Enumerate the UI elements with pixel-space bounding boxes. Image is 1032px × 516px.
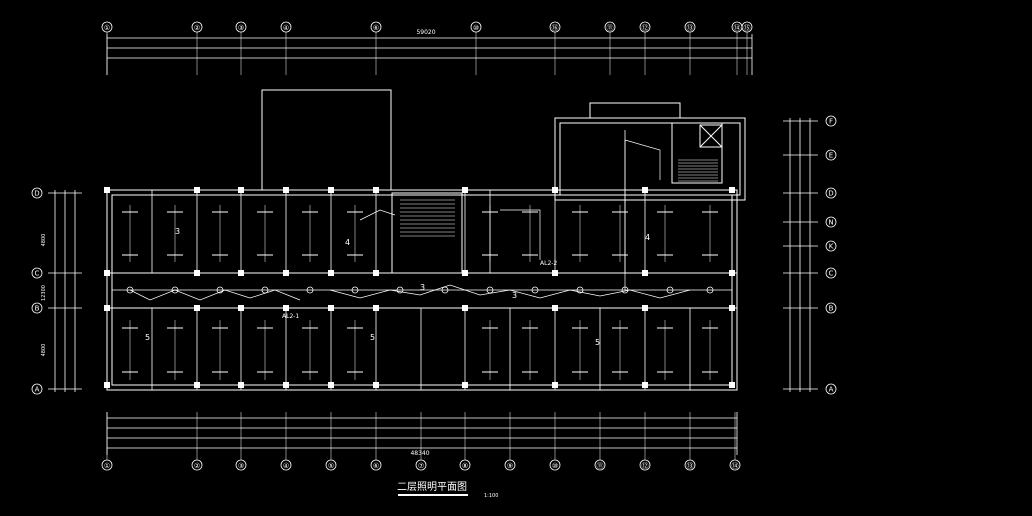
axis-label: ⑪ — [597, 462, 604, 470]
bottom-overall-dimension: 48340 — [410, 450, 429, 457]
axis-label: ④ — [283, 462, 289, 470]
axis-label: ⑥ — [373, 462, 379, 470]
bottom-dimension-lines — [106, 412, 738, 455]
axis-label: B — [35, 305, 40, 313]
axis-bubble — [825, 267, 837, 279]
right-axis-bubbles: F E D N K C B A — [825, 115, 837, 395]
panel-label-al2-2: AL2-2 — [540, 260, 557, 267]
axis-bubble — [825, 240, 837, 252]
axis-bubble — [825, 216, 837, 228]
top-dimension-lines — [106, 34, 753, 75]
axis-label: ① — [104, 462, 110, 470]
axis-label: ④ — [283, 24, 289, 32]
axis-label: D — [34, 190, 39, 198]
stair-treads — [400, 159, 718, 237]
axis-label: ⑨ — [507, 462, 513, 470]
axis-label: K — [829, 243, 834, 251]
room-label: 4 — [345, 238, 350, 247]
axis-bubble — [825, 149, 837, 161]
axis-label: ⑤ — [328, 462, 334, 470]
corridor-lamps — [126, 286, 714, 294]
axis-label: ⑬ — [687, 462, 694, 470]
axis-bubble — [825, 383, 837, 395]
room-label: 5 — [145, 333, 150, 342]
upper-room-partitions — [151, 130, 646, 273]
axis-bubble — [31, 383, 43, 395]
left-dimension-lower: 4800 — [41, 344, 47, 357]
axis-label: ③ — [238, 462, 244, 470]
room-label: 4 — [645, 233, 650, 242]
axis-label: C — [35, 270, 40, 278]
axis-label: C — [829, 270, 834, 278]
right-dimension-lines — [783, 118, 818, 392]
top-overall-dimension: 59020 — [416, 29, 435, 36]
axis-bubble — [31, 187, 43, 199]
drawing-scale: 1:100 — [484, 493, 498, 499]
axis-label: N — [828, 219, 833, 227]
room-labels: 3 5 4 AL2-1 AL2-2 3 5 3 4 5 — [145, 227, 650, 347]
axis-label: ③ — [238, 24, 244, 32]
axis-label: ② — [194, 24, 200, 32]
axis-bubble — [825, 302, 837, 314]
left-dimension-upper: 4800 — [41, 234, 47, 247]
panel-label-al2-1: AL2-1 — [282, 313, 299, 320]
axis-label: ⑫ — [642, 24, 649, 32]
light-fixtures — [122, 205, 718, 380]
bottom-axis-bubbles: ① ② ③ ④ ⑤ ⑥ ⑦ ⑧ ⑨ ⑩ ⑪ ⑫ ⑬ ⑭ — [101, 412, 741, 471]
axis-label: ⑯ — [552, 24, 559, 32]
structural-columns — [104, 187, 735, 388]
axis-bubble — [31, 267, 43, 279]
axis-label: A — [35, 386, 40, 394]
axis-label: D — [828, 190, 833, 198]
axis-label: ⑮ — [744, 24, 751, 32]
room-label: 3 — [175, 227, 180, 236]
axis-bubble — [825, 187, 837, 199]
axis-label: ⑫ — [642, 462, 649, 470]
axis-label: B — [829, 305, 834, 313]
axis-bubble — [825, 115, 837, 127]
axis-label: ⑩ — [473, 24, 479, 32]
axis-label: ⑥ — [373, 24, 379, 32]
axis-label: E — [829, 152, 833, 160]
axis-label: ⑪ — [607, 24, 614, 32]
left-dimension-lines — [48, 190, 82, 392]
axis-label: ⑩ — [552, 462, 558, 470]
left-axis-bubbles: D C B A — [31, 187, 43, 395]
room-label: 5 — [370, 333, 375, 342]
lighting-circuits — [112, 139, 732, 301]
lower-room-partitions — [151, 308, 691, 390]
axis-label: ① — [104, 24, 110, 32]
left-overall-dimension: 12300 — [41, 285, 47, 301]
room-label: 3 — [420, 283, 425, 292]
room-label: 5 — [595, 338, 600, 347]
axis-label: ② — [194, 462, 200, 470]
axis-label: ⑭ — [734, 24, 741, 32]
axis-label: ⑭ — [732, 462, 739, 470]
axis-label: A — [829, 386, 834, 394]
drawing-title: 二层照明平面图 — [397, 481, 467, 493]
axis-label: ⑦ — [418, 462, 424, 470]
axis-label: ⑬ — [687, 24, 694, 32]
axis-bubble — [31, 302, 43, 314]
axis-label: F — [829, 118, 833, 126]
axis-label: ⑧ — [462, 462, 468, 470]
room-label: 3 — [512, 291, 517, 300]
